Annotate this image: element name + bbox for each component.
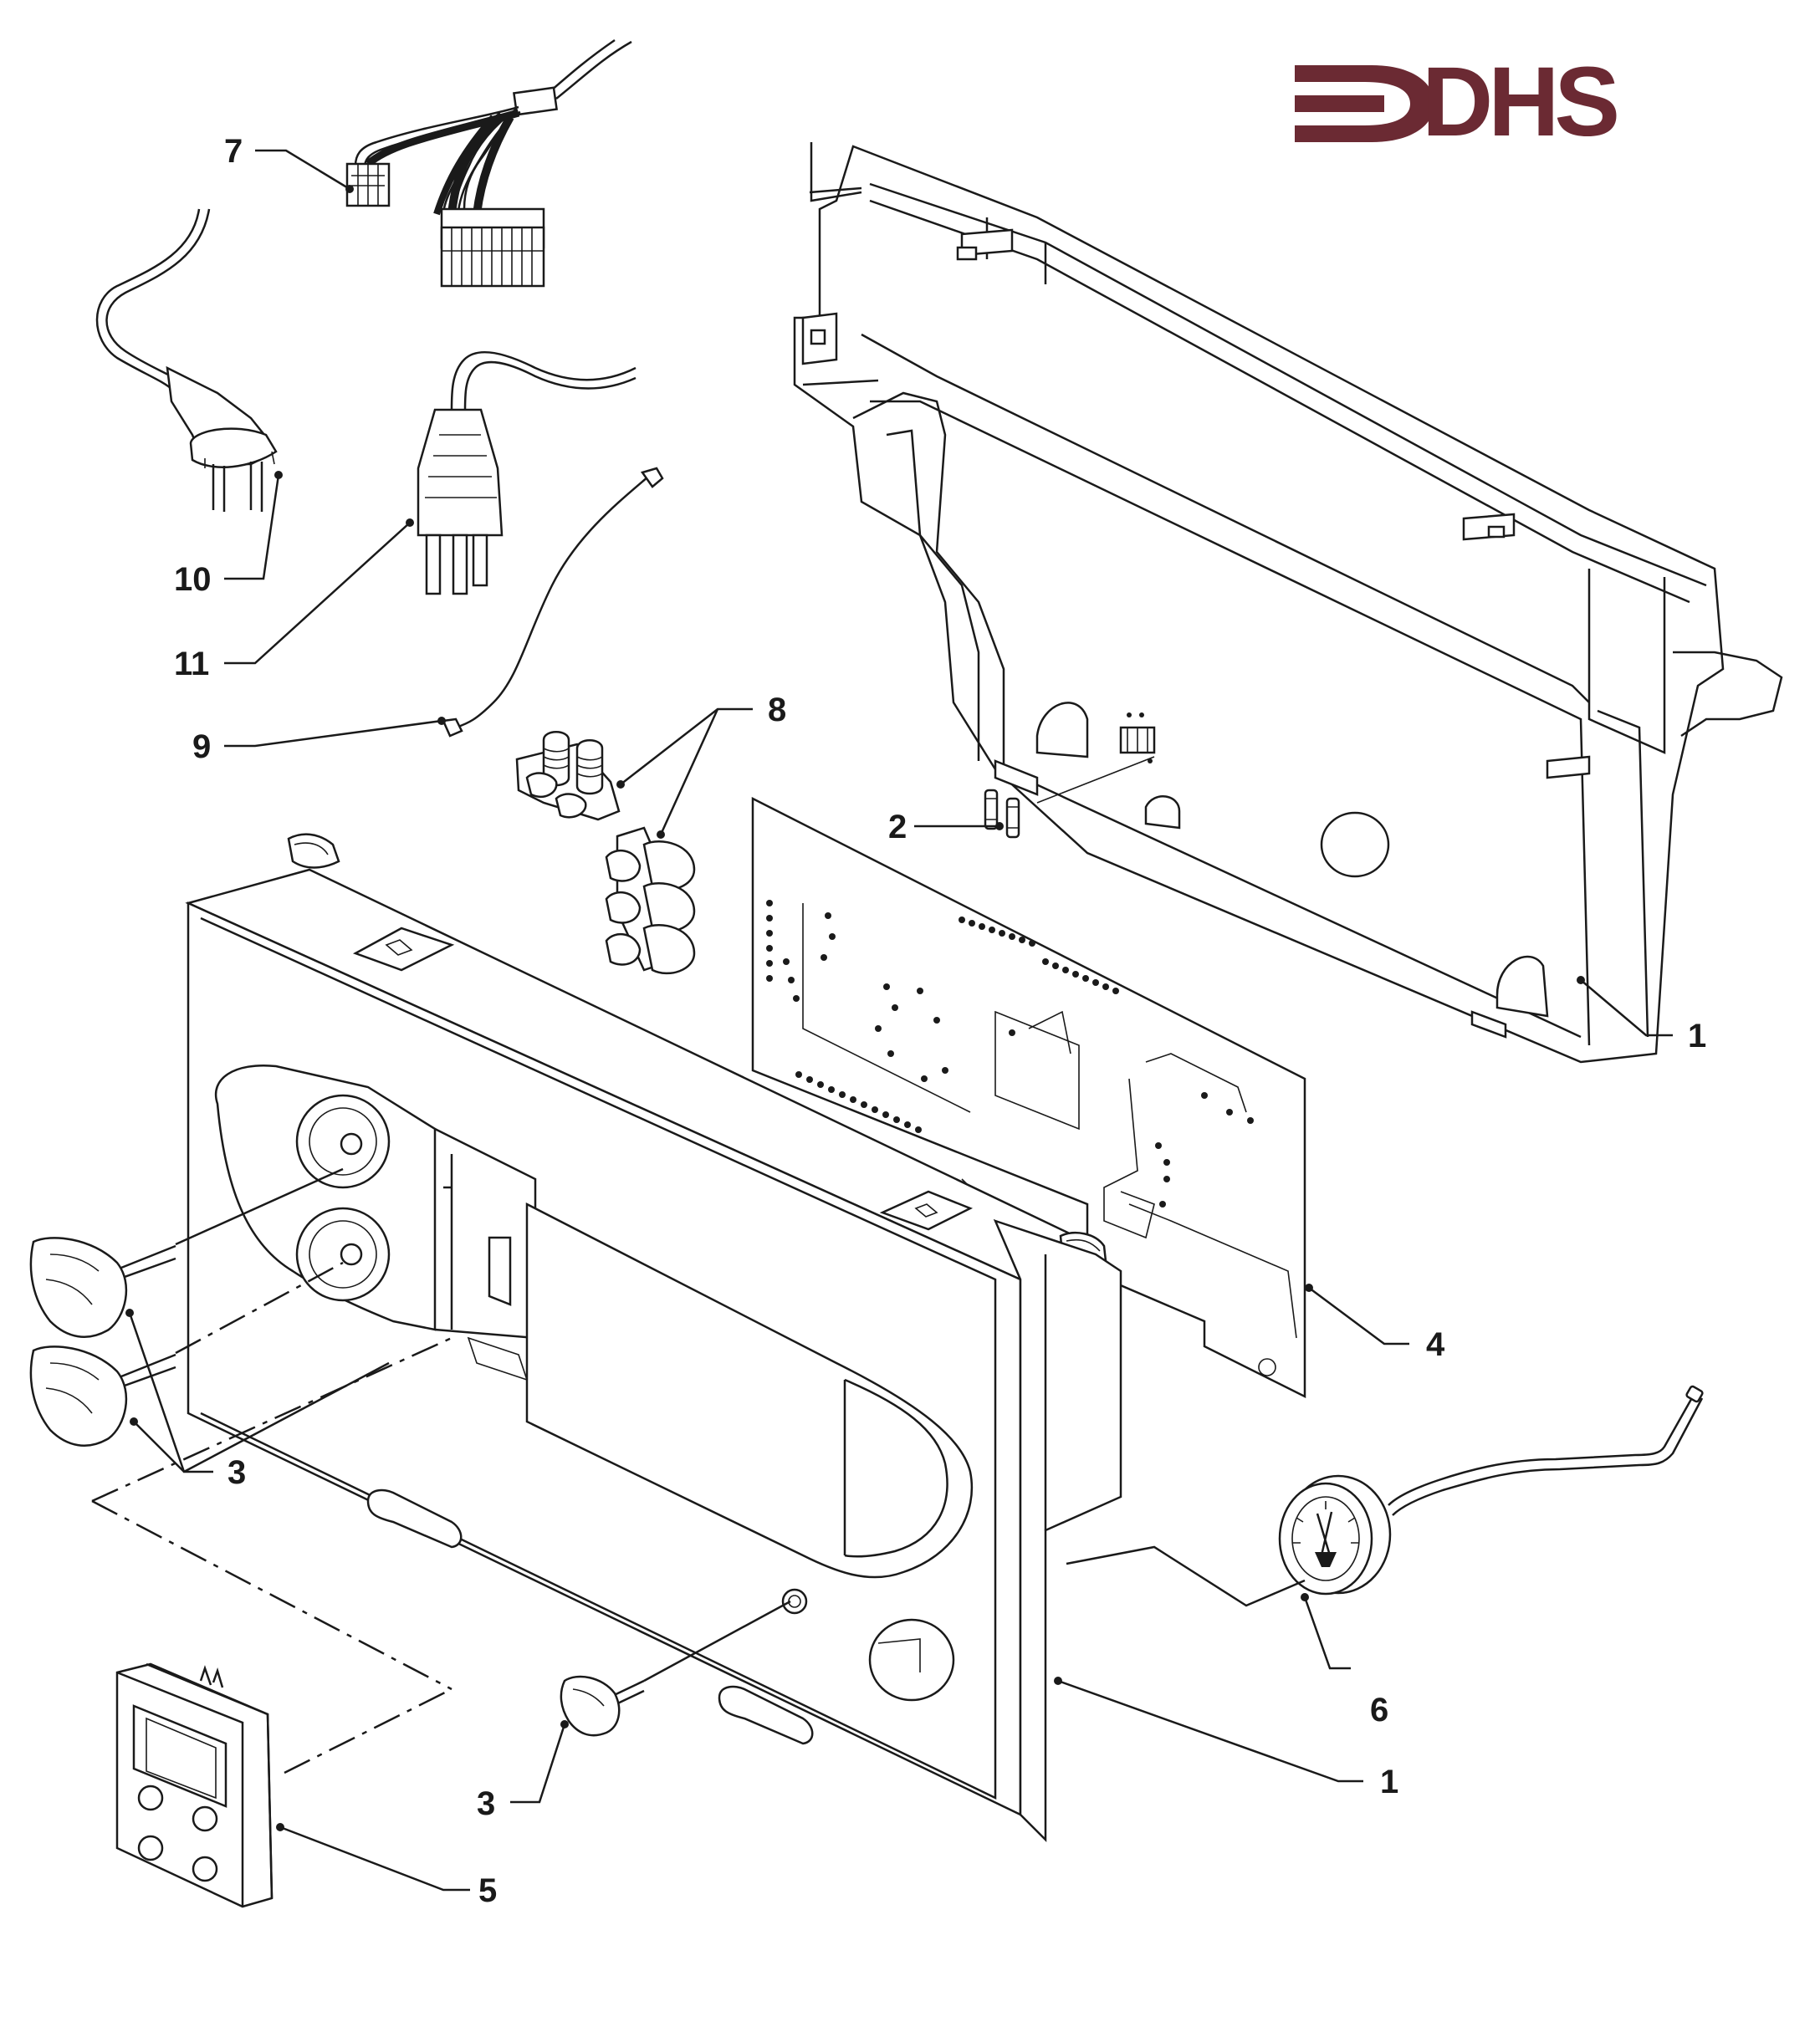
pcb-component-dot <box>892 1004 898 1011</box>
pcb-component-dot <box>766 930 773 937</box>
pcb-component-dot <box>829 933 836 940</box>
knob-middle <box>29 1261 344 1447</box>
callout-11: 11 <box>174 646 209 682</box>
callout-3-left: 3 <box>228 1454 246 1491</box>
schuko-plug-cable <box>417 351 636 595</box>
pcb-component-dot <box>839 1091 846 1098</box>
pcb-component-dot <box>861 1101 867 1108</box>
rear-housing <box>793 142 1783 1064</box>
pcb-component-dot <box>1029 940 1035 947</box>
callout-4: 4 <box>1426 1326 1445 1363</box>
leader-lines <box>91 149 1673 1892</box>
pcb-component-dot <box>921 1075 928 1082</box>
pcb-component-dot <box>806 1076 813 1083</box>
pcb-component-dot <box>1062 967 1069 973</box>
callout-10: 10 <box>174 561 212 598</box>
callout-9: 9 <box>192 728 211 765</box>
wiring-harness <box>345 38 632 288</box>
logo-arrow-icon <box>1295 65 1434 142</box>
pcb-component-dot <box>766 945 773 952</box>
callout-1-top: 1 <box>1688 1018 1706 1054</box>
terminal-blocks <box>515 731 696 975</box>
pcb-component-dot <box>825 912 831 919</box>
pcb-component-dot <box>959 917 965 923</box>
callout-5: 5 <box>478 1872 497 1909</box>
pcb-component-dot <box>999 930 1005 937</box>
pcb-component-dot <box>917 988 923 994</box>
pcb-component-dot <box>1163 1176 1170 1182</box>
pcb-component-dot <box>1226 1109 1233 1116</box>
callout-2: 2 <box>888 809 907 845</box>
pcb-component-dot <box>766 915 773 922</box>
callout-7: 7 <box>224 133 243 170</box>
pcb-component-dot <box>1009 1029 1015 1036</box>
knobs <box>29 1167 791 1737</box>
pcb-component-dot <box>766 900 773 906</box>
pcb-component-dot <box>795 1071 802 1078</box>
pcb-component-dot <box>1201 1092 1208 1099</box>
pcb-component-dot <box>1102 983 1109 990</box>
pcb-component-dot <box>989 927 995 933</box>
pcb-component-dot <box>1072 971 1079 978</box>
pcb-component-dot <box>1009 933 1015 940</box>
pcb-component-dot <box>1092 979 1099 986</box>
pcb-component-dot <box>1052 962 1059 969</box>
logo-text: DHS <box>1422 47 1617 157</box>
pcb-component-dot <box>766 960 773 967</box>
pcb-component-dot <box>793 995 800 1002</box>
callout-8: 8 <box>768 692 786 728</box>
fuses <box>984 756 1155 839</box>
front-panel <box>185 833 1122 1843</box>
pcb-component-dot <box>1082 975 1089 982</box>
dhs-logo: DHS <box>1295 47 1622 157</box>
pcb-component-dot <box>821 954 827 961</box>
pcb-component-dot <box>850 1096 856 1103</box>
pcb-component-dot <box>788 977 795 983</box>
callout-labels: 7 10 11 9 8 2 1 4 3 6 1 3 5 <box>174 133 1706 1909</box>
pcb-component-dot <box>1159 1201 1166 1208</box>
pcb-component-dot <box>1247 1117 1254 1124</box>
pcb-component-dot <box>783 958 790 965</box>
pcb-component-dot <box>887 1050 894 1057</box>
pcb-component-dot <box>1112 988 1119 994</box>
pcb-component-dot <box>1155 1142 1162 1149</box>
pcb-component-dot <box>1042 958 1049 965</box>
pcb-component-dot <box>979 923 985 930</box>
pcb-component-dot <box>915 1126 922 1133</box>
pcb-component-dot <box>933 1017 940 1024</box>
knob-lower <box>560 1600 791 1737</box>
callout-1-bottom: 1 <box>1380 1764 1398 1800</box>
pcb-component-dot <box>969 920 975 927</box>
sensor-cable <box>442 467 664 738</box>
pcb-component-dot <box>817 1081 824 1088</box>
timer-module <box>115 1662 274 1908</box>
pcb-component-dot <box>893 1116 900 1123</box>
pcb-component-dot <box>1163 1159 1170 1166</box>
terminal-block-three <box>605 826 696 975</box>
euro-plug-cable <box>95 208 278 512</box>
pcb-components <box>766 900 1254 1208</box>
pcb-component-dot <box>904 1121 911 1128</box>
pcb-component-dot <box>1019 937 1025 943</box>
knob-upper <box>29 1167 344 1338</box>
callout-3-bottom: 3 <box>477 1785 495 1822</box>
pcb-component-dot <box>766 975 773 982</box>
pcb-component-dot <box>875 1025 882 1032</box>
callout-6: 6 <box>1370 1692 1388 1728</box>
pcb-component-dot <box>883 983 890 990</box>
pcb-component-dot <box>828 1086 835 1093</box>
pressure-gauge <box>1278 1385 1704 1596</box>
pcb-component-dot <box>942 1067 948 1074</box>
circuit-board <box>751 796 1306 1399</box>
terminal-block-two <box>515 731 621 821</box>
pcb-component-dot <box>882 1111 889 1118</box>
pcb-component-dot <box>872 1106 878 1113</box>
